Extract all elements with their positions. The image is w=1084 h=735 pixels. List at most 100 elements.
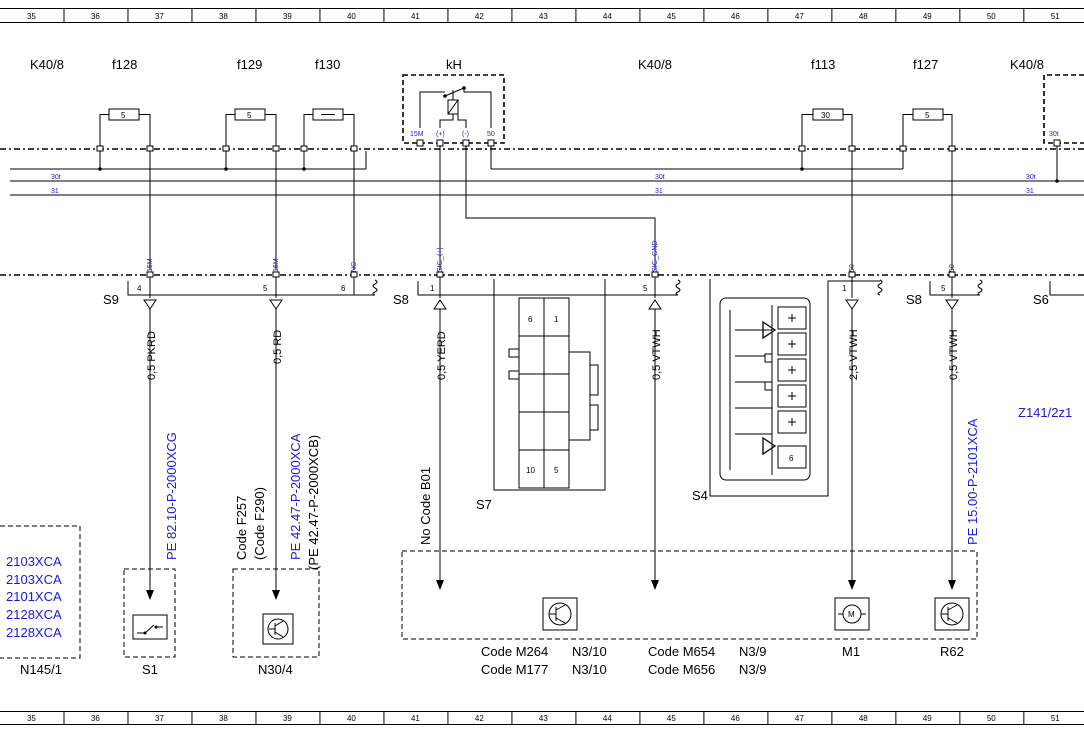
ruler-number: 42 [475,12,484,21]
svg-text:2,5 VTWH: 2,5 VTWH [848,329,860,380]
svg-text:N3/10: N3/10 [572,644,607,659]
relay-kh: 15M (+) (-) 50 [402,74,505,144]
svg-text:0,5 VTWH: 0,5 VTWH [651,329,663,380]
label-f129: f129 [237,57,262,72]
bus-30t-mid: 30t [655,174,665,181]
label-f127: f127 [913,57,938,72]
svg-text:6: 6 [528,315,533,324]
svg-text:0,5 YERD: 0,5 YERD [436,331,448,380]
svg-text:R62: R62 [940,644,964,659]
relay-pin-plus: (+) [436,131,445,138]
ruler-number: 41 [411,714,420,723]
ruler-number: 51 [1051,714,1060,723]
svg-text:5: 5 [554,466,559,475]
ruler-number: 36 [91,12,100,21]
svg-text:N3/10: N3/10 [572,662,607,677]
ruler-number: 46 [731,12,740,21]
ruler-number: 50 [987,714,996,723]
fuse-f113: 30 [801,108,853,148]
svg-text:S7: S7 [476,497,492,512]
bus-30t-right: 30t [1026,174,1036,181]
ruler-number: 49 [923,12,932,21]
ruler-number: 49 [923,714,932,723]
svg-text:2128XCA: 2128XCA [6,625,62,640]
svg-text:6: 6 [341,284,346,293]
module-lower-right: M Code M264 Code M177 N3/10 N3/10 Code M… [401,550,978,677]
fuse-f127: 5 [902,108,953,148]
connector-s4: S4 6 [692,279,829,503]
label-k40-8-right: K40/8 [1010,57,1044,72]
svg-text:N30/4: N30/4 [258,662,293,677]
code-labels: Code F257 (Code F290) No Code B01 [234,467,433,560]
connector-s9: S9 4 5 6 [103,277,378,307]
svg-text:S8: S8 [393,292,409,307]
svg-text:30: 30 [821,111,830,120]
label-f113: f113 [811,57,835,72]
svg-text:No Code B01: No Code B01 [418,467,433,545]
relay-right-partial: 30t [1043,74,1084,181]
bus-30t-left: 30t [51,174,61,181]
fuse-f128: 5 [99,108,151,148]
svg-text:NC: NC [351,262,358,272]
svg-text:1: 1 [430,284,435,293]
svg-text:5: 5 [941,284,946,293]
ruler-number: 43 [539,714,548,723]
ruler-number: 40 [347,714,356,723]
connector-s8-right: 1 S8 5 S6 [827,277,1084,307]
svg-text:5: 5 [121,111,126,120]
svg-text:Code M656: Code M656 [648,662,715,677]
svg-text:2103XCA: 2103XCA [6,554,62,569]
svg-text:SIG_(+): SIG_(+) [437,247,444,272]
internal-wiring: 30t 31 30t 31 30t 31 [10,146,1084,270]
device-s1: S1 [123,568,176,677]
signal-labels: 15M 15M NC SIG_(+) SIG_GND 50 50 [147,240,956,272]
label-k40-8-mid: K40/8 [638,57,672,72]
ruler-number: 50 [987,12,996,21]
svg-text:M1: M1 [842,644,860,659]
svg-text:2103XCA: 2103XCA [6,572,62,587]
svg-text:5: 5 [925,111,930,120]
ruler-number: 47 [795,714,804,723]
bus-31-left: 31 [51,188,59,195]
ruler-number: 51 [1051,12,1060,21]
ruler-number: 37 [155,12,164,21]
svg-text:Code F257: Code F257 [234,496,249,560]
ruler-number: 39 [283,714,292,723]
ruler-number: 41 [411,12,420,21]
svg-text:0,5 PKRD: 0,5 PKRD [146,331,158,380]
label-kh: kH [446,57,462,72]
ruler-number: 35 [27,714,36,723]
module-n145-1: 2103XCA 2103XCA 2101XCA 2128XCA 2128XCA … [0,525,81,677]
svg-text:N3/9: N3/9 [739,662,766,677]
fuse-f129: 5 [225,108,277,148]
svg-text:0,5 VTWH: 0,5 VTWH [948,329,960,380]
relay-pin-minus: (-) [462,131,469,138]
svg-text:PE 15.00-P-2101XCA: PE 15.00-P-2101XCA [965,418,980,545]
pin-contacts [143,299,959,310]
svg-text:30t: 30t [1049,131,1059,138]
ruler-number: 37 [155,714,164,723]
m1-motor-symbol: M [848,610,855,619]
svg-text:5: 5 [263,284,268,293]
svg-text:4: 4 [137,284,142,293]
ruler-number: 39 [283,12,292,21]
svg-text:Code M177: Code M177 [481,662,548,677]
svg-text:5: 5 [247,111,252,120]
svg-text:Code M654: Code M654 [648,644,715,659]
svg-text:15M: 15M [147,258,154,272]
ruler-number: 47 [795,12,804,21]
connector-s8: S8 1 5 [393,277,681,307]
svg-text:(Code F290): (Code F290) [252,487,267,560]
svg-text:N3/9: N3/9 [739,644,766,659]
relay-pin-50: 50 [487,131,495,138]
svg-text:S8: S8 [906,292,922,307]
label-f128: f128 [112,57,137,72]
svg-text:50: 50 [949,264,956,272]
ruler-number: 48 [859,12,868,21]
relay-pin-15m: 15M [410,131,424,138]
connector-s7: S7 6 1 10 5 [476,279,606,512]
reference-labels: PE 82.10-P-2000XCG PE 42.47-P-2000XCA (P… [164,405,1072,570]
